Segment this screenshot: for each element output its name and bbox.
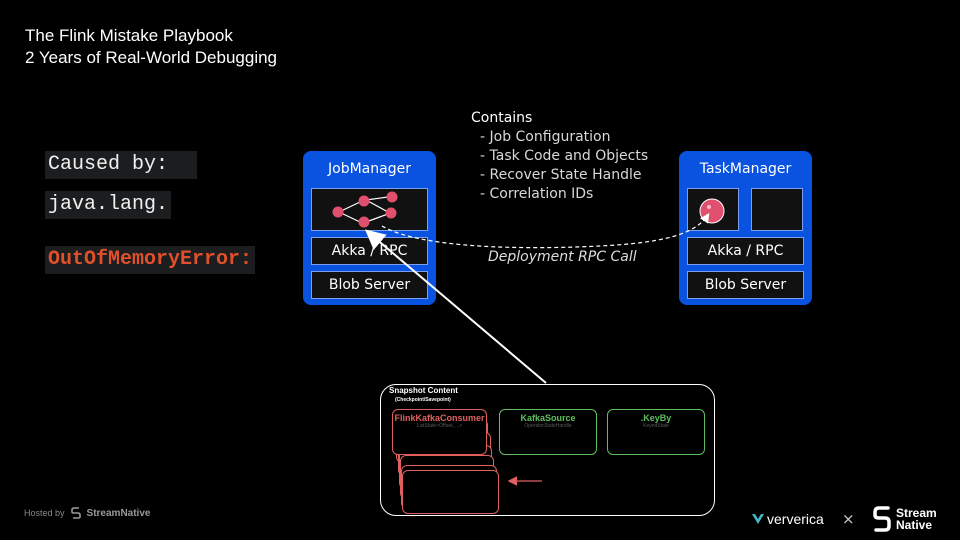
taskmanager-rpc: Akka / RPC bbox=[687, 237, 804, 265]
task-slot-1 bbox=[687, 188, 739, 231]
snapshot-subtitle: (Checkpoint/Savepoint) bbox=[395, 397, 451, 403]
jobgraph-slot bbox=[311, 188, 428, 231]
operator-name: FlinkKafkaConsumer bbox=[394, 413, 485, 423]
state-copy bbox=[402, 470, 499, 514]
streamnative-small-logo-icon bbox=[70, 507, 81, 519]
jobmanager-blob-server: Blob Server bbox=[311, 271, 428, 299]
contains-item: - Recover State Handle bbox=[480, 167, 642, 183]
contains-item: - Job Configuration bbox=[480, 129, 611, 145]
streamnative-line1: Stream bbox=[896, 506, 937, 520]
operator-state: KeyedState bbox=[643, 423, 669, 429]
code-java-lang: java.lang. bbox=[45, 191, 172, 219]
logo-separator: × bbox=[842, 510, 855, 528]
ververica-logo: ververica bbox=[752, 511, 824, 527]
taskmanager-blob-server: Blob Server bbox=[687, 271, 804, 299]
contains-item: - Correlation IDs bbox=[480, 186, 594, 202]
jobmanager-rpc: Akka / RPC bbox=[311, 237, 428, 265]
jobmanager-panel: JobManager Akka / RPC Blob Server bbox=[303, 151, 436, 305]
ververica-mark-icon bbox=[752, 514, 764, 524]
operator-state: ListState<Offset, ...> bbox=[416, 423, 463, 429]
ververica-text: ververica bbox=[767, 511, 824, 527]
taskmanager-title: TaskManager bbox=[699, 161, 792, 177]
operator-keyby: .KeyBy KeyedState bbox=[607, 409, 705, 455]
deployment-rpc-label: Deployment RPC Call bbox=[488, 249, 637, 265]
hosted-by: Hosted by StreamNative bbox=[24, 507, 150, 519]
title-line-1: The Flink Mistake Playbook bbox=[25, 26, 233, 45]
streamnative-wordmark: Stream Native bbox=[896, 507, 937, 531]
title-line-2: 2 Years of Real-World Debugging bbox=[25, 48, 278, 67]
operator-state: OperatorStateHandle bbox=[524, 423, 572, 429]
code-oom-error: OutOfMemoryError: bbox=[45, 246, 256, 274]
code-caused-by: Caused by: bbox=[45, 151, 197, 179]
contains-list: Contains - Job Configuration - Task Code… bbox=[471, 109, 648, 204]
hosted-by-brand: StreamNative bbox=[86, 507, 151, 519]
slide-title: The Flink Mistake Playbook 2 Years of Re… bbox=[25, 25, 277, 69]
streamnative-mark-icon bbox=[873, 506, 891, 532]
contains-heading: Contains bbox=[471, 110, 533, 126]
operator-flinkkafkaconsumer: FlinkKafkaConsumer ListState<Offset, ...… bbox=[392, 409, 487, 455]
jobmanager-title: JobManager bbox=[328, 161, 411, 177]
snapshot-title: Snapshot Content bbox=[389, 386, 458, 395]
contains-item: - Task Code and Objects bbox=[480, 148, 649, 164]
operator-name: KafkaSource bbox=[520, 413, 576, 423]
taskmanager-panel: TaskManager Akka / RPC Blob Server bbox=[679, 151, 812, 305]
streamnative-line2: Native bbox=[896, 518, 933, 532]
streamnative-logo: Stream Native bbox=[873, 506, 937, 532]
task-slot-2 bbox=[751, 188, 803, 231]
operator-name: .KeyBy bbox=[640, 413, 672, 423]
hosted-by-label: Hosted by bbox=[24, 508, 65, 518]
operator-kafkasource: KafkaSource OperatorStateHandle bbox=[499, 409, 597, 455]
